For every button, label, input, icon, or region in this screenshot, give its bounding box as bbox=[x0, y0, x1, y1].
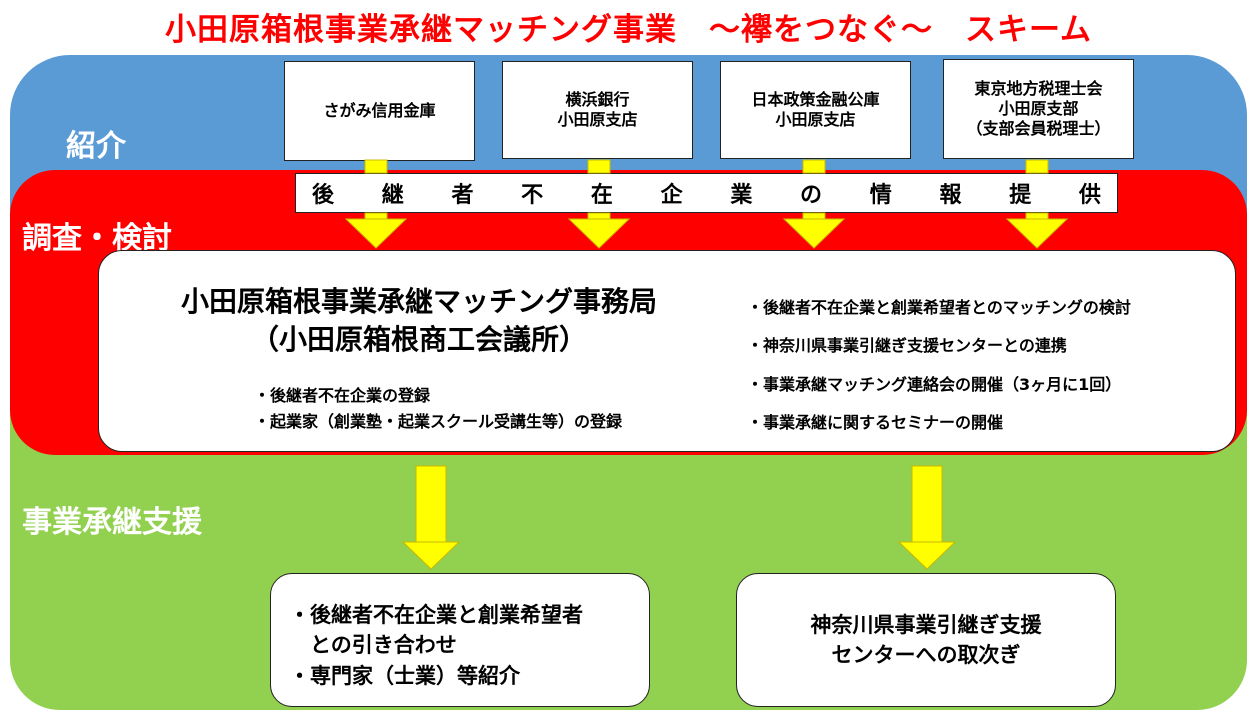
outcome-line: ・後継者不在企業と創業希望者 bbox=[289, 603, 583, 627]
down-arrow-icon bbox=[344, 218, 408, 249]
introducer-label: 東京地方税理士会 小田原支部 （支部会員税理士） bbox=[966, 79, 1111, 138]
activity-item: ・神奈川県事業引継ぎ支援センターとの連携 bbox=[747, 336, 1067, 356]
down-arrow-icon bbox=[897, 541, 957, 570]
info-bar-char: 者 bbox=[451, 183, 474, 208]
outcome-text: 神奈川県事業引継ぎ支援 センターへの取次ぎ bbox=[737, 610, 1115, 671]
outcome-line: 神奈川県事業引継ぎ支援 bbox=[810, 613, 1042, 637]
introducer-box: 日本政策金融公庫 小田原支店 bbox=[720, 61, 911, 159]
info-bar-char: 不 bbox=[521, 183, 544, 208]
registration-item: ・後継者不在企業の登録 bbox=[254, 386, 431, 405]
registration-list: ・後継者不在企業の登録 ・起業家（創業塾・起業スクール受講生等）の登録 bbox=[254, 383, 622, 434]
info-bar-char: 情 bbox=[869, 183, 892, 208]
activity-item: ・事業承継に関するセミナーの開催 bbox=[747, 413, 1004, 433]
info-bar-char: 供 bbox=[1078, 183, 1101, 208]
info-provision-bar: 後 継 者 不 在 企 業 の 情 報 提 供 bbox=[295, 173, 1118, 213]
intro-band-label: 紹介 bbox=[66, 129, 126, 164]
introducer-box: さがみ信用金庫 bbox=[284, 61, 475, 161]
matching-office-box: 小田原箱根事業承継マッチング事務局 （小田原箱根商工会議所） ・後継者不在企業の… bbox=[98, 250, 1236, 452]
introducer-box: 横浜銀行 小田原支店 bbox=[502, 61, 693, 159]
info-bar-char: 後 bbox=[312, 183, 335, 208]
info-bar-char: 報 bbox=[939, 183, 962, 208]
introducer-box: 東京地方税理士会 小田原支部 （支部会員税理士） bbox=[943, 59, 1134, 159]
outcome-line: との引き合わせ bbox=[289, 633, 457, 658]
support-band-label: 事業承継支援 bbox=[22, 505, 202, 540]
introducer-label: 横浜銀行 小田原支店 bbox=[557, 90, 638, 129]
office-name: 小田原箱根事業承継マッチング事務局 （小田原箱根商工会議所） bbox=[139, 283, 699, 359]
info-bar-char: 企 bbox=[660, 183, 683, 208]
introducer-label: さがみ信用金庫 bbox=[323, 101, 436, 120]
info-bar-char: 継 bbox=[381, 183, 404, 208]
activity-list: ・後継者不在企業と創業希望者とのマッチングの検討 ・神奈川県事業引継ぎ支援センタ… bbox=[747, 289, 1131, 443]
diagram-title: 小田原箱根事業承継マッチング事業 ～襷をつなぐ～ スキーム bbox=[164, 12, 1093, 48]
info-bar-char: の bbox=[800, 183, 823, 208]
activity-item: ・事業承継マッチング連絡会の開催（3ヶ月に1回） bbox=[747, 374, 1122, 394]
activity-item: ・後継者不在企業と創業希望者とのマッチングの検討 bbox=[747, 298, 1131, 317]
info-bar-char: 業 bbox=[730, 183, 753, 208]
introducer-label: 日本政策金融公庫 小田原支店 bbox=[751, 90, 880, 129]
down-arrow-icon bbox=[567, 218, 631, 249]
outcome-text: ・後継者不在企業と創業希望者 との引き合わせ ・専門家（士業）等紹介 bbox=[289, 600, 583, 691]
down-arrow-icon bbox=[782, 218, 846, 249]
outcome-line: ・専門家（士業）等紹介 bbox=[289, 663, 520, 688]
info-bar-char: 在 bbox=[590, 183, 613, 208]
office-name-line1: 小田原箱根事業承継マッチング事務局 bbox=[180, 285, 657, 318]
outcome-box-introductions: ・後継者不在企業と創業希望者 との引き合わせ ・専門家（士業）等紹介 bbox=[270, 573, 650, 707]
info-bar-char: 提 bbox=[1009, 183, 1032, 208]
outcome-line: センターへの取次ぎ bbox=[831, 643, 1021, 668]
down-arrow-icon bbox=[1005, 218, 1069, 249]
down-arrow-icon bbox=[401, 541, 461, 570]
registration-item: ・起業家（創業塾・起業スクール受講生等）の登録 bbox=[254, 411, 623, 431]
outcome-box-referral: 神奈川県事業引継ぎ支援 センターへの取次ぎ bbox=[736, 573, 1116, 707]
office-name-line2: （小田原箱根商工会議所） bbox=[250, 322, 587, 356]
